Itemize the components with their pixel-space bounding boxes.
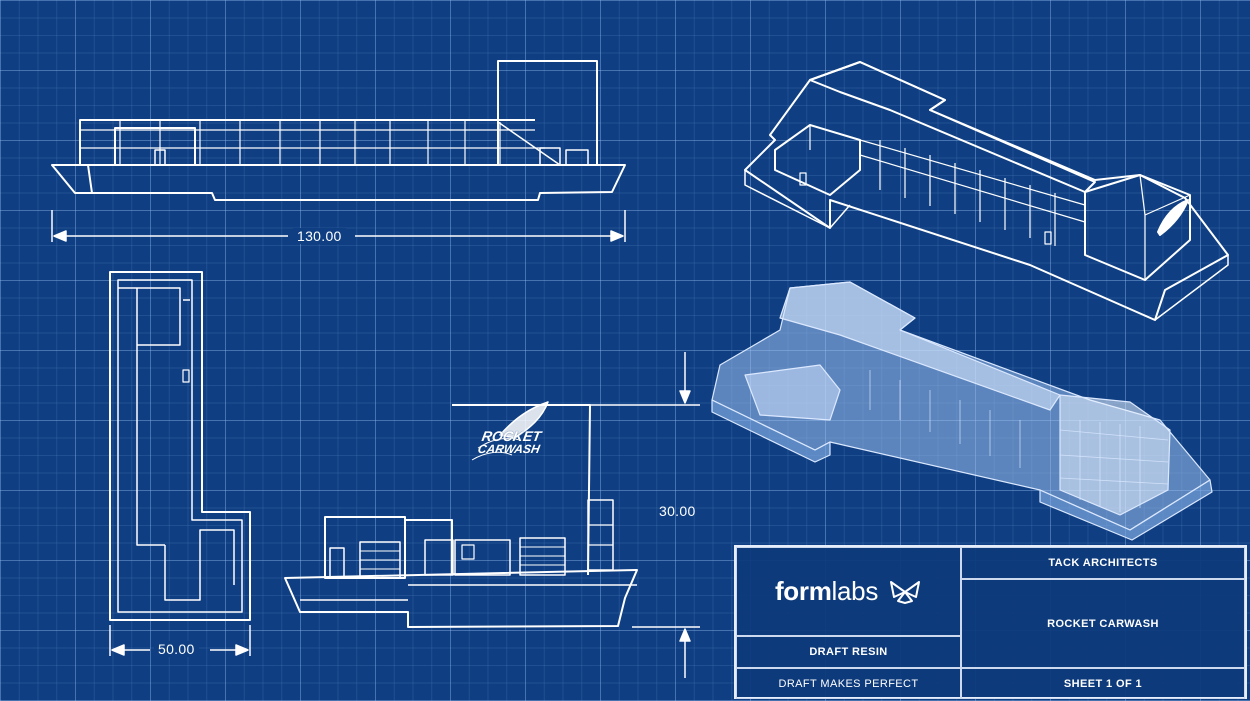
title-block: formlabs TACK ARCHITECTS ROCKET CARWASH … [734, 545, 1247, 699]
formlabs-logo: formlabs [736, 547, 961, 636]
width-dimension-line [109, 625, 251, 656]
length-dimension-line [51, 210, 626, 242]
client-name: TACK ARCHITECTS [961, 547, 1245, 579]
plan-view [109, 271, 251, 656]
project-name: ROCKET CARWASH [961, 579, 1245, 668]
height-dimension-line [485, 352, 700, 678]
isometric-rendered-view [711, 281, 1213, 541]
width-dimension-label: 50.00 [154, 641, 199, 657]
sign-text-carwash: CARWASH [476, 442, 542, 456]
height-dimension-label: 30.00 [659, 503, 696, 519]
isometric-wireframe-view [744, 61, 1229, 321]
logo-text-bold: form [774, 576, 832, 606]
logo-text-light: labs [831, 576, 879, 606]
front-elevation-view [284, 352, 700, 678]
motto-label: DRAFT MAKES PERFECT [736, 668, 961, 699]
butterfly-logo-icon [890, 580, 921, 604]
sheet-number: SHEET 1 OF 1 [961, 668, 1245, 699]
material-label: DRAFT RESIN [736, 636, 961, 668]
rocket-sign-graphic [471, 401, 549, 461]
length-dimension-label: 130.00 [293, 228, 346, 244]
side-elevation-view [51, 60, 626, 242]
